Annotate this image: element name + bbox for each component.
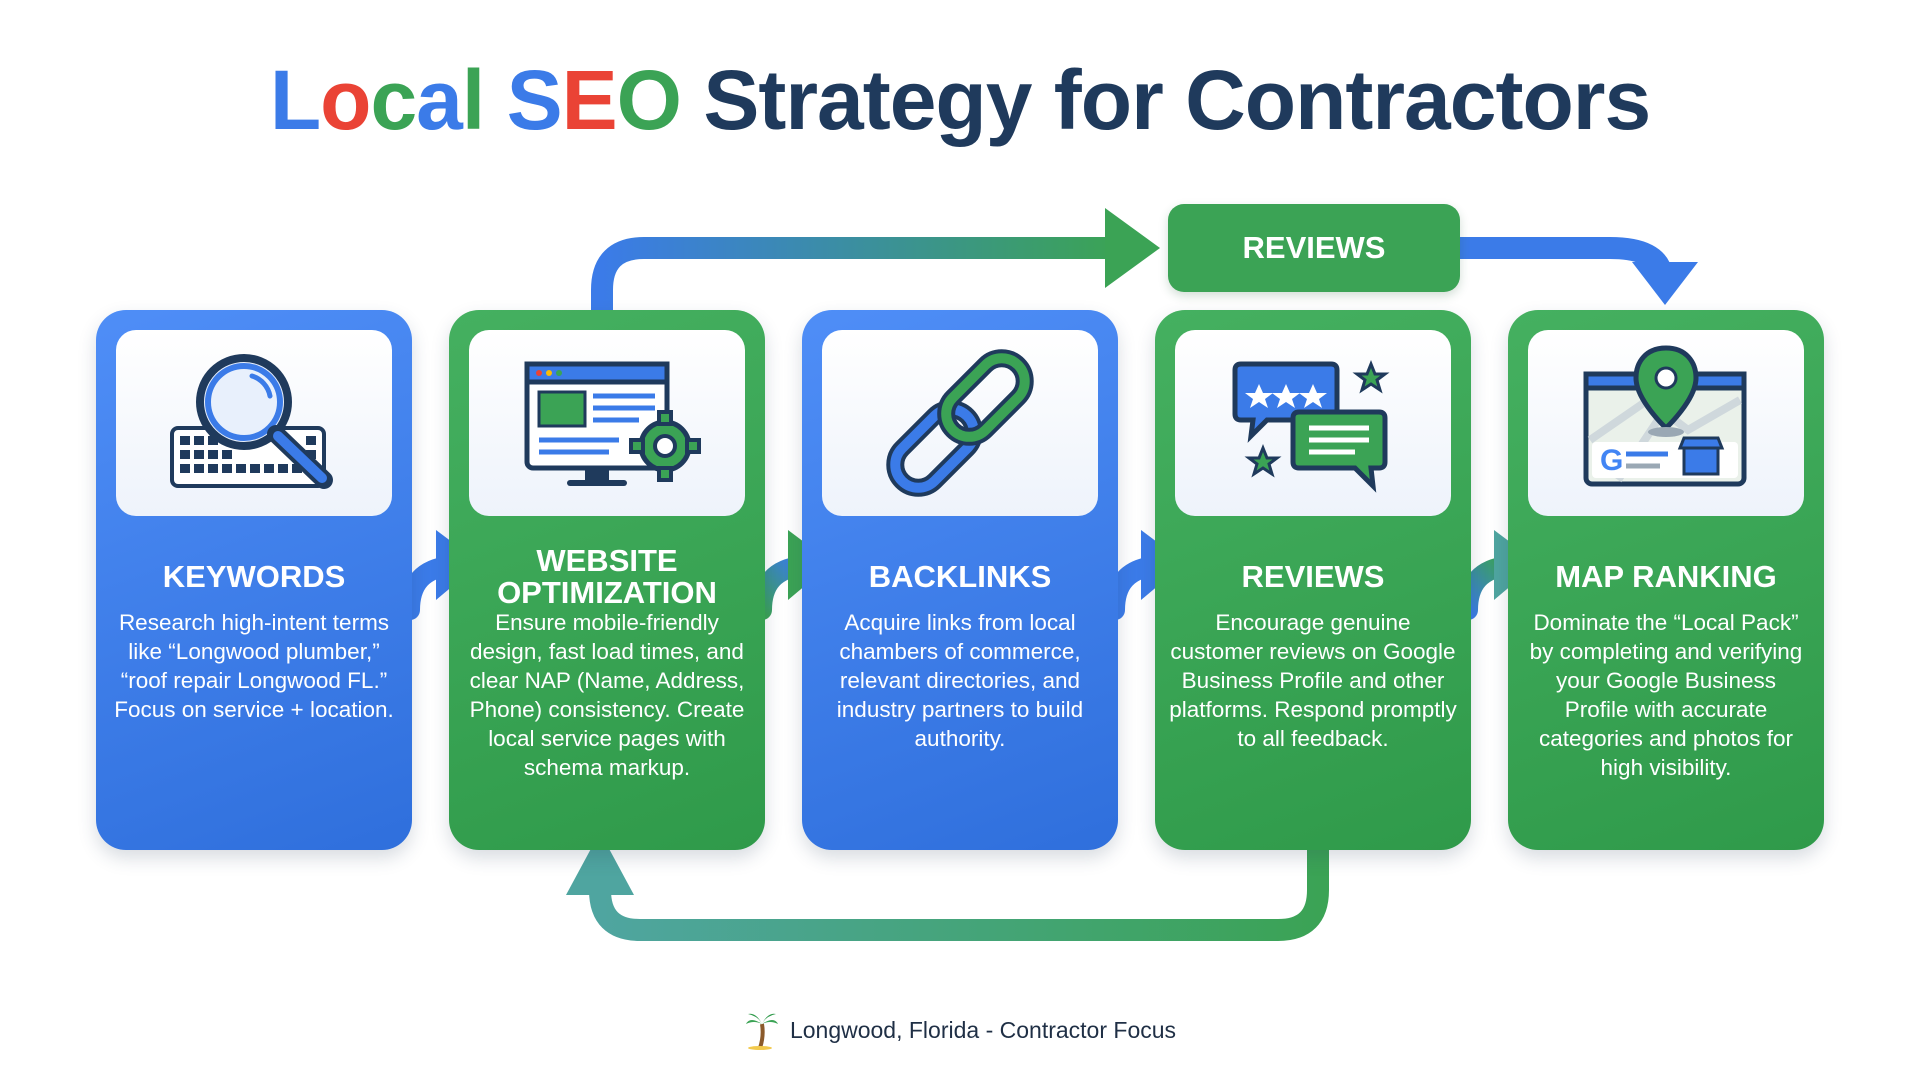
card-text: Dominate the “Local Pack” by completing … [1529,610,1803,780]
card-backlinks: BACKLINKS Acquire links from local chamb… [802,310,1118,850]
title-seo: SEO [506,53,682,147]
chain-link-icon [886,349,1034,497]
bottom-loop-arrow [589,839,1329,941]
pill-to-map-arrow [1449,237,1673,286]
map-pin-google-icon: G [1583,345,1747,487]
card-map-ranking: G MAP RANKING Dominate the “Local Pack” … [1508,310,1824,850]
page-title: Local SEO Strategy for Contractors [0,52,1920,149]
icon-box [469,330,745,516]
card-title: MAP RANKING [1555,559,1777,594]
icon-box [822,330,1098,516]
palm-tree-icon [745,1013,778,1050]
card-text: Acquire links from local chambers of com… [836,610,1084,751]
card-reviews: REVIEWS Encourage genuine customer revie… [1155,310,1471,850]
card-text: Encourage genuine customer reviews on Go… [1169,610,1457,751]
footer-text: Longwood, Florida - Contractor Focus [789,1016,1177,1043]
card-title: BACKLINKS [868,559,1052,594]
title-rest: Strategy for Contractors [703,53,1651,147]
chat-stars-icon [1232,359,1390,493]
reviews-pill: REVIEWS [1168,204,1460,292]
icon-box [1175,330,1451,516]
magnifier-keyboard-icon [170,354,333,489]
card-title: KEYWORDS [162,559,346,594]
card-title: REVIEWS [1241,559,1385,594]
card-website-optimization: WEBSITE OPTIMIZATION Ensure mobile-frien… [449,310,765,850]
title-local: Local [269,53,485,147]
card-keywords: KEYWORDS Research high-intent terms like… [96,310,412,850]
top-flow-arrow [591,237,1126,341]
card-text: Research high-intent terms like “Longwoo… [114,610,394,722]
card-title: WEBSITE OPTIMIZATION [497,543,717,610]
icon-box: G [1528,330,1804,516]
footer: Longwood, Florida - Contractor Focus [0,1010,1920,1050]
browser-gear-icon [524,361,701,486]
icon-box [116,330,392,516]
svg-text:G: G [1600,444,1623,477]
card-text: Ensure mobile-friendly design, fast load… [469,610,745,780]
